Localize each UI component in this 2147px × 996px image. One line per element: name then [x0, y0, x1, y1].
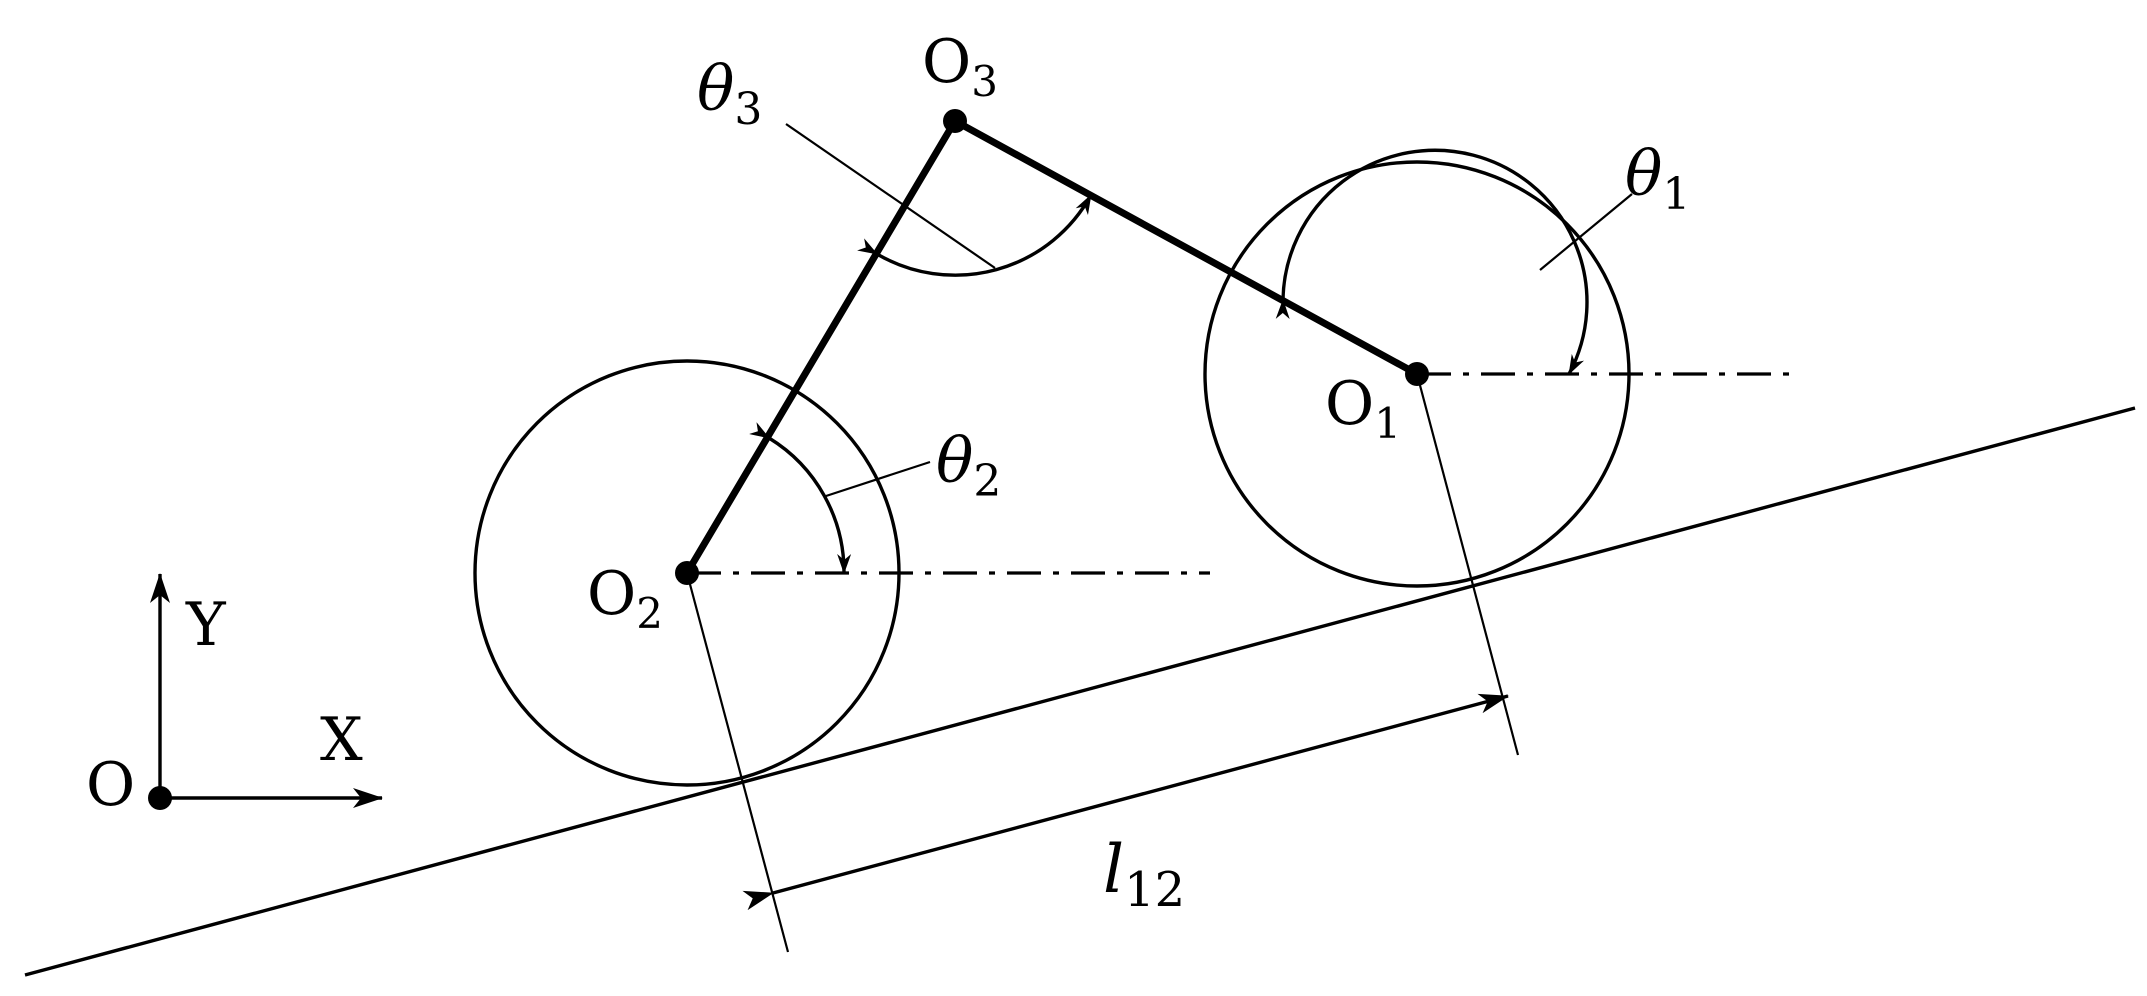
- label-y-axis: Y: [185, 590, 227, 660]
- extension-line-o2: [685, 572, 790, 953]
- joint-o1: [1405, 362, 1429, 386]
- ground-slope-line: [24, 406, 2136, 977]
- angle-theta1-arc: [1275, 148, 1589, 375]
- link-o2-o3: [683, 117, 959, 577]
- leader-theta2: [825, 460, 931, 498]
- angle-theta3-arc: [857, 194, 1093, 277]
- angle-theta2-arc: [749, 422, 852, 574]
- link-o3-o1: [951, 117, 1421, 378]
- dimension-l12-arrow: [742, 693, 1509, 911]
- joint-o2: [675, 561, 699, 585]
- joint-o3: [943, 109, 967, 133]
- leader-theta1: [1539, 193, 1633, 271]
- leader-theta3: [785, 123, 996, 269]
- label-o2: O2: [587, 559, 663, 638]
- label-theta3: θ3: [697, 52, 762, 135]
- label-o1: O1: [1325, 369, 1401, 448]
- origin-dot: [148, 786, 172, 810]
- extension-line-o1: [1415, 373, 1520, 756]
- label-origin: O: [86, 750, 135, 820]
- label-theta2: θ2: [936, 424, 1001, 507]
- label-x-axis: X: [320, 705, 363, 775]
- label-o3: O3: [922, 27, 998, 106]
- label-l12: l12: [1103, 831, 1185, 918]
- label-theta1: θ1: [1625, 137, 1690, 220]
